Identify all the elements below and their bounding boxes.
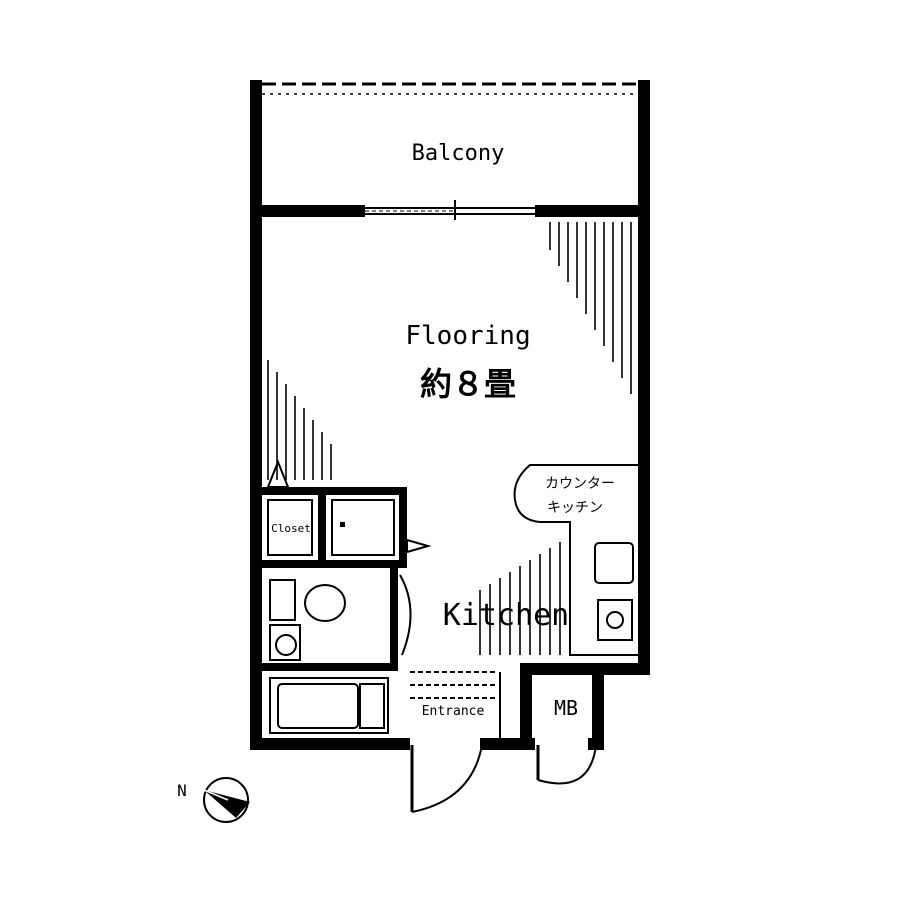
north-label: N — [177, 781, 187, 800]
wall-shading — [267, 222, 632, 655]
entrance-label: Entrance — [422, 704, 485, 719]
balcony-label: Balcony — [412, 141, 505, 166]
flooring-label: Flooring — [405, 321, 530, 351]
entrance — [399, 574, 501, 738]
balcony-window — [365, 200, 535, 220]
counter-kitchen — [513, 464, 638, 656]
meter-box-label: MB — [554, 696, 578, 720]
closet-label: Closet — [271, 522, 311, 535]
closet-block — [262, 459, 432, 568]
toilet — [269, 568, 398, 663]
kitchen-label: Kitchen — [443, 598, 569, 633]
balcony — [250, 80, 650, 215]
entrance-door — [410, 744, 483, 813]
counter-kitchen-label-2: キッチン — [547, 500, 603, 516]
exterior-walls — [250, 205, 650, 750]
bathtub — [262, 663, 398, 734]
north-arrow-icon — [203, 777, 250, 823]
mb-door — [536, 744, 597, 785]
counter-kitchen-label-1: カウンター — [545, 476, 615, 492]
flooring-size-label: 約８畳 — [420, 365, 516, 403]
